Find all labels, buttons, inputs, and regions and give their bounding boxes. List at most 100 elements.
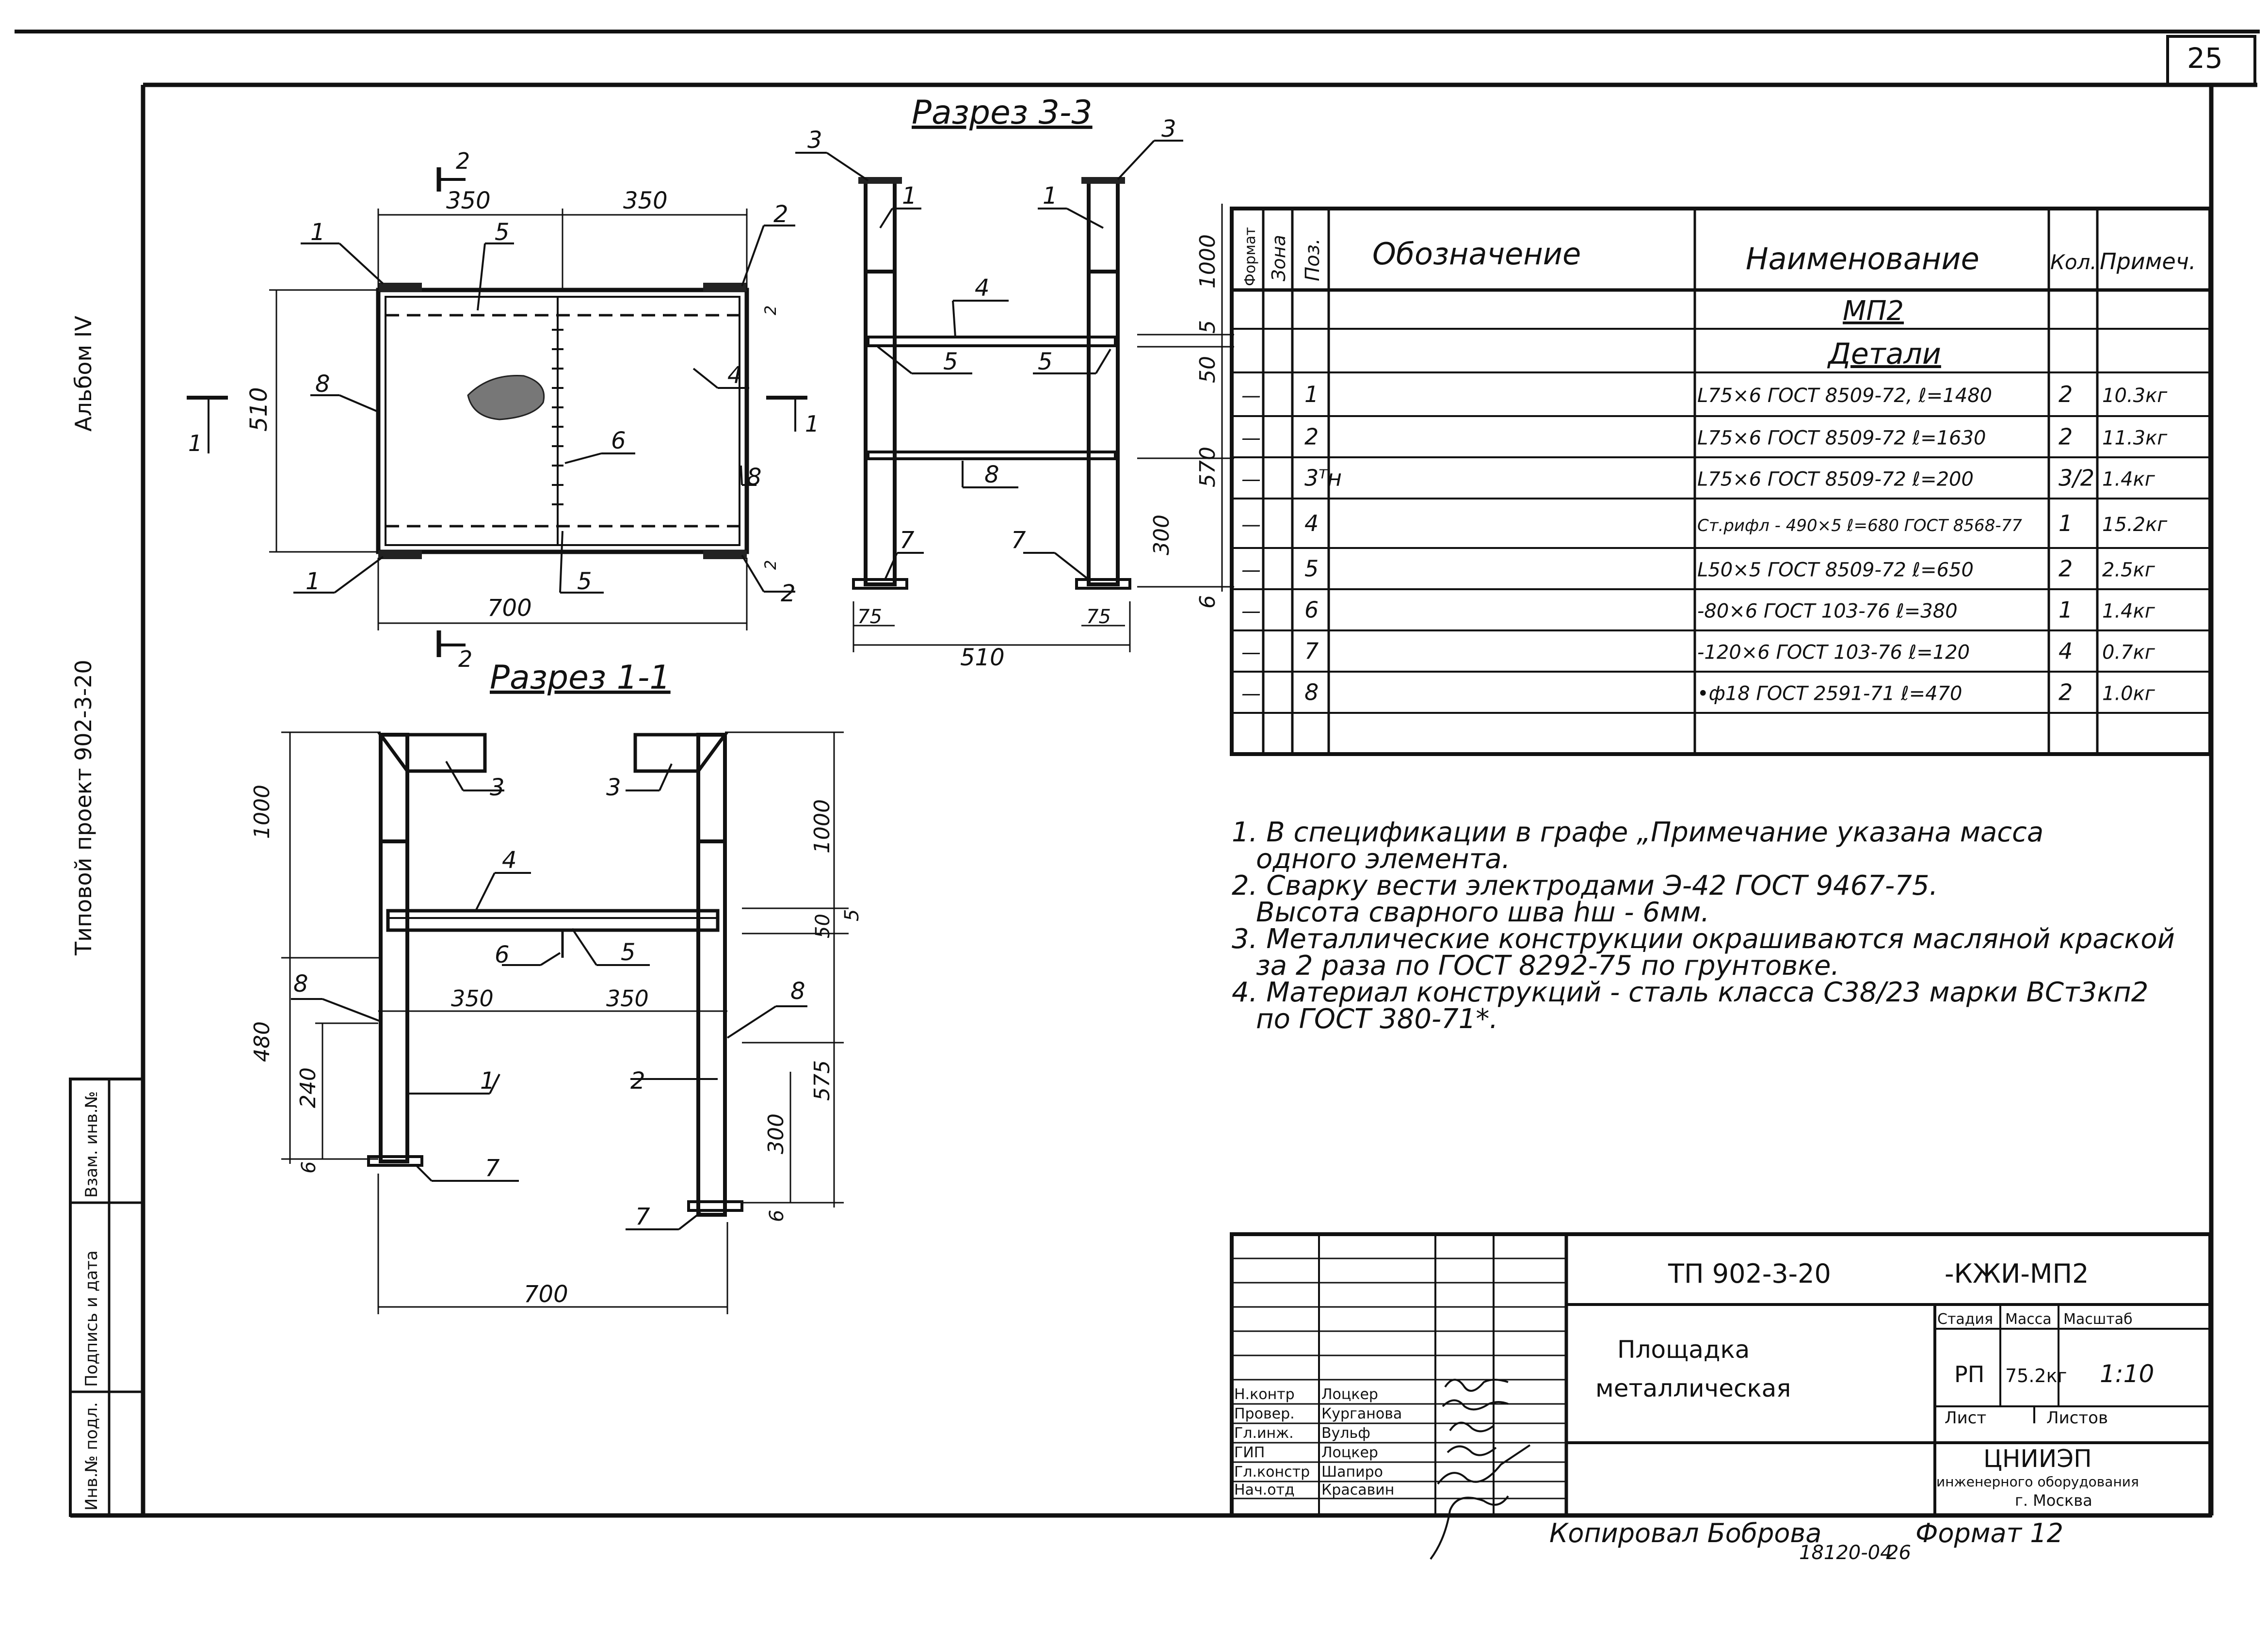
s11-pos-8-left: 8 [293, 970, 308, 998]
s33-dim-75-left: 75 [857, 606, 882, 628]
title-org-1: ЦНИИЭП [1983, 1445, 2092, 1473]
s11-pos-2: 2 [630, 1067, 645, 1095]
s33-pos-4: 4 [975, 274, 990, 302]
section-3-3-title: Разрез 3-3 [912, 94, 1093, 132]
role-title: Нач.отд [1234, 1482, 1295, 1498]
plan-hatch-patch [467, 375, 545, 420]
spec-row-pos: 8 [1304, 679, 1319, 706]
spec-row-name: L50×5 ГОСТ 8509-72 ℓ=650 [1697, 559, 1974, 581]
spec-header-name: Наименование [1746, 241, 1979, 276]
note-line: Высота сварного шва hш - 6мм. [1256, 897, 1709, 928]
s11-dim-700: 700 [524, 1281, 568, 1308]
note-line: 4. Материал конструкций - сталь класса С… [1232, 977, 2148, 1008]
s11-dim-1000-right: 1000 [810, 799, 835, 854]
plan-pos-5-bottom: 5 [577, 568, 592, 595]
plan-pos-5-top: 5 [495, 219, 510, 246]
spec-row-name: L75×6 ГОСТ 8509-72, ℓ=1480 [1697, 385, 1992, 407]
spec-table [1230, 207, 2212, 756]
spec-section: Детали [1827, 337, 1941, 371]
spec-row-pos: 7 [1304, 638, 1319, 664]
spec-row-name: L75×6 ГОСТ 8509-72 ℓ=1630 [1697, 427, 1986, 450]
plan-view [187, 167, 807, 657]
spec-row-name: -80×6 ГОСТ 103-76 ℓ=380 [1697, 600, 1958, 623]
title-code-left: ТП 902-3-20 [1668, 1258, 1831, 1289]
plan-pos-2-bottom: 2 [781, 580, 796, 607]
spec-row-format: — [1241, 642, 1261, 664]
spec-row-format: — [1241, 600, 1261, 623]
spec-row-note: 10.3кг [2102, 385, 2168, 407]
spec-row-name: -120×6 ГОСТ 103-76 ℓ=120 [1697, 642, 1970, 664]
plan-cut-bottom: 2 [458, 646, 472, 672]
spec-header-qty: Кол. [2050, 250, 2097, 274]
spec-row-format: — [1241, 514, 1261, 536]
s33-dim-50: 50 [1195, 356, 1220, 383]
spec-row-qty: 2 [2059, 556, 2073, 582]
role-name: Курганова [1321, 1405, 1402, 1422]
title-sheets-label: Листов [2046, 1408, 2108, 1428]
album-label: Альбом IV [70, 316, 97, 432]
s33-dim-5: 5 [1195, 320, 1220, 334]
plan-weld-ticks [552, 329, 563, 505]
plan-cut-top: 2 [456, 148, 470, 174]
footer-number: 18120-04 [1799, 1542, 1893, 1564]
role-title: Гл.констр [1234, 1464, 1310, 1481]
plan-pos-8-right: 8 [747, 464, 762, 491]
plan-cut-right: 1 [805, 411, 819, 437]
stamp-replace: Взам. инв.№ [82, 1091, 101, 1198]
spec-row-note: 2.5кг [2102, 559, 2155, 581]
title-block [1230, 1232, 2212, 1560]
spec-row-format: — [1241, 559, 1261, 581]
title-sheet-label: Лист [1945, 1408, 1986, 1428]
s33-dim-300: 300 [1149, 515, 1174, 555]
spec-row-note: 0.7кг [2102, 642, 2155, 664]
spec-header-pos: Поз. [1302, 238, 1324, 281]
role-title: Провер. [1234, 1405, 1295, 1422]
s11-pos-4: 4 [502, 847, 517, 874]
title-scale-label: Масштаб [2063, 1311, 2133, 1328]
spec-row-note: 1.4кг [2102, 468, 2155, 491]
s33-pos-1-left: 1 [902, 182, 917, 209]
s11-dim-575: 575 [810, 1060, 835, 1101]
spec-row-pos: 4 [1304, 510, 1319, 536]
role-title: ГИП [1234, 1444, 1265, 1461]
title-mass: 75.2кг [2005, 1365, 2067, 1386]
role-title: Н.контр [1234, 1386, 1295, 1403]
project-label: Типовой проект 902-3-20 [70, 660, 97, 956]
s11-pos-3-left: 3 [490, 774, 505, 801]
spec-row-format: — [1241, 427, 1261, 450]
spec-header-zone: Зона [1268, 235, 1289, 281]
title-name-1: Площадка [1617, 1336, 1750, 1364]
plan-pos-1-top: 1 [310, 219, 325, 246]
s11-dim-480: 480 [250, 1021, 274, 1062]
spec-row-pos: 3ᵀн [1304, 465, 1342, 491]
section-1-1-title: Разрез 1-1 [490, 659, 671, 697]
footer-format: Формат 12 [1915, 1518, 2063, 1548]
s11-pos-5: 5 [621, 939, 636, 966]
role-title: Гл.инж. [1234, 1425, 1294, 1442]
side-stamp-table [69, 1078, 145, 1517]
spec-row-format: — [1241, 683, 1261, 705]
spec-row-note: 1.4кг [2102, 600, 2155, 623]
plan-dim-small-bottom: 2 [761, 560, 780, 570]
spec-row-pos: 1 [1304, 381, 1319, 407]
s33-dim-1000: 1000 [1195, 234, 1220, 289]
note-line: 1. В спецификации в графе „Примечание ук… [1232, 817, 2043, 848]
s11-pos-1: 1 [480, 1067, 495, 1095]
s33-dim-6: 6 [1195, 595, 1220, 609]
plan-pos-2-top: 2 [773, 201, 788, 228]
role-name: Лоцкер [1321, 1444, 1378, 1461]
spec-row-qty: 4 [2059, 638, 2073, 664]
s11-pos-8-right: 8 [790, 978, 805, 1005]
spec-row-qty: 2 [2059, 424, 2073, 450]
spec-row-qty: 1 [2059, 510, 2073, 536]
s11-pos-3-right: 3 [606, 774, 621, 801]
role-name: Шапиро [1321, 1464, 1383, 1481]
spec-header-note: Примеч. [2100, 248, 2196, 274]
spec-row-pos: 5 [1304, 556, 1319, 582]
footer-copied: Копировал Боброва [1549, 1518, 1821, 1548]
role-name: Вульф [1321, 1425, 1370, 1442]
spec-row-name: Ст.рифл - 490×5 ℓ=680 ГОСТ 8568-77 [1697, 516, 2022, 535]
s33-pos-3-right: 3 [1161, 115, 1176, 143]
s33-pos-5-left: 5 [943, 348, 958, 375]
